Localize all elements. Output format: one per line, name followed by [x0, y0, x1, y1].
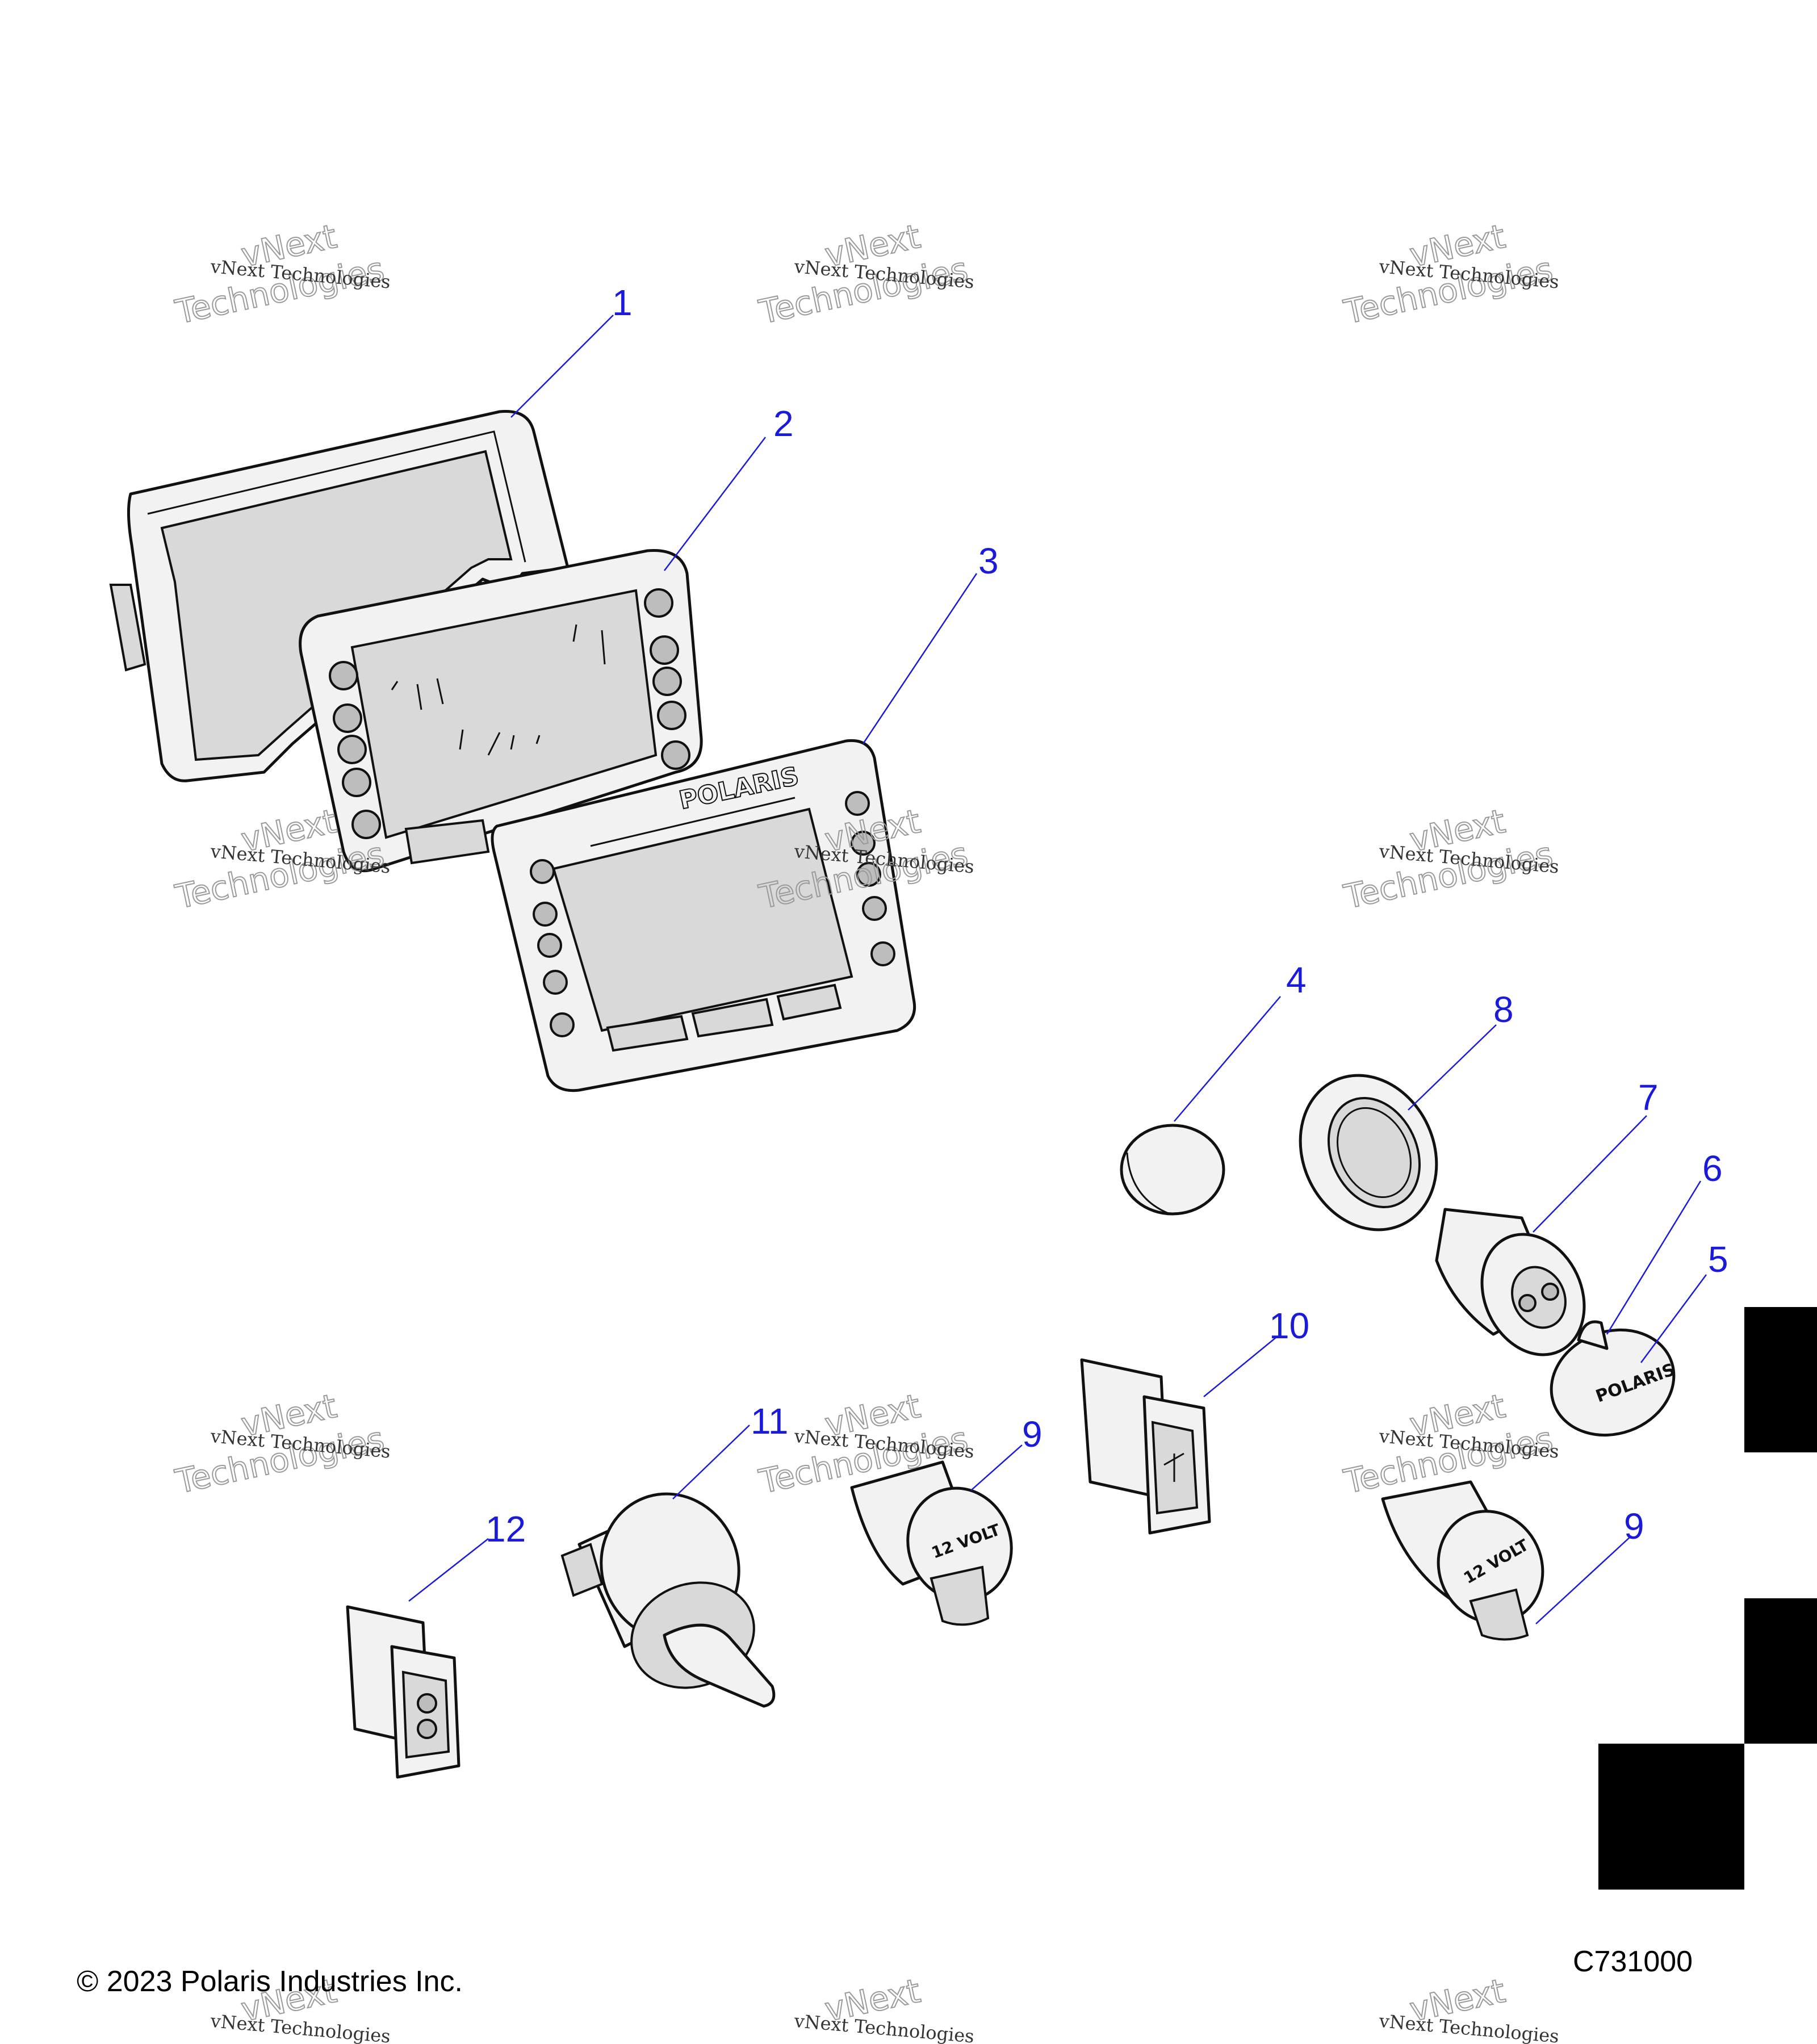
part-front-cover: POLARIS: [491, 739, 916, 1092]
part-12v-socket-center: 12 VOLT: [850, 1460, 1013, 1626]
part-gauge-body: [299, 549, 703, 873]
callout-5: 5: [1708, 1239, 1728, 1280]
part-12v-socket-right: 12 VOLT: [1381, 1480, 1544, 1641]
callout-8: 8: [1493, 989, 1514, 1030]
part-rocker-switch: [1080, 1358, 1211, 1535]
callout-10: 10: [1269, 1305, 1309, 1346]
page-tab-middle: [1744, 1598, 1817, 1744]
callout-2: 2: [773, 403, 794, 444]
page-tab-lower: [1598, 1744, 1744, 1890]
part-socket-body: [1435, 1208, 1586, 1356]
callout-3: 3: [978, 541, 999, 581]
part-bezel-frame: [109, 409, 570, 782]
copyright-notice: © 2023 Polaris Industries Inc.: [77, 1965, 463, 1998]
watermark: vNext Technologies vNext Technologies: [1340, 1386, 1560, 1502]
figure-id: C731000: [1573, 1945, 1693, 1978]
part-ignition-switch: [560, 1492, 776, 1708]
callout-4: 4: [1286, 960, 1307, 1000]
watermark: vNext vNext Technologies: [1378, 1971, 1560, 2044]
callout-9-right: 9: [1624, 1506, 1644, 1547]
watermark: vNext Technologies vNext Technologies: [1340, 216, 1560, 332]
callout-1: 1: [612, 282, 633, 323]
callout-9-center: 9: [1022, 1414, 1043, 1455]
callout-7: 7: [1638, 1077, 1659, 1118]
watermark: vNext vNext Technologies: [793, 1971, 975, 2044]
callout-numbers: 1 2 3 4 8 7 6 5 10 11 9 12 9: [485, 282, 1728, 1549]
callout-11: 11: [751, 1401, 788, 1442]
page-tab-upper: [1744, 1307, 1817, 1452]
callout-6: 6: [1702, 1148, 1723, 1189]
part-socket-cover: POLARIS: [1550, 1320, 1678, 1437]
callout-12: 12: [485, 1509, 526, 1549]
part-nut-ring: [1299, 1074, 1438, 1232]
watermark: vNext Technologies vNext Technologies: [755, 216, 975, 332]
watermark: vNext Technologies vNext Technologies: [171, 216, 391, 332]
part-cap: [1120, 1124, 1225, 1216]
part-headlight-switch: [346, 1605, 460, 1779]
watermark: vNext Technologies vNext Technologies: [1340, 801, 1560, 917]
watermark: vNext Technologies vNext Technologies: [171, 1386, 391, 1502]
leader-lines: [408, 315, 1707, 1624]
